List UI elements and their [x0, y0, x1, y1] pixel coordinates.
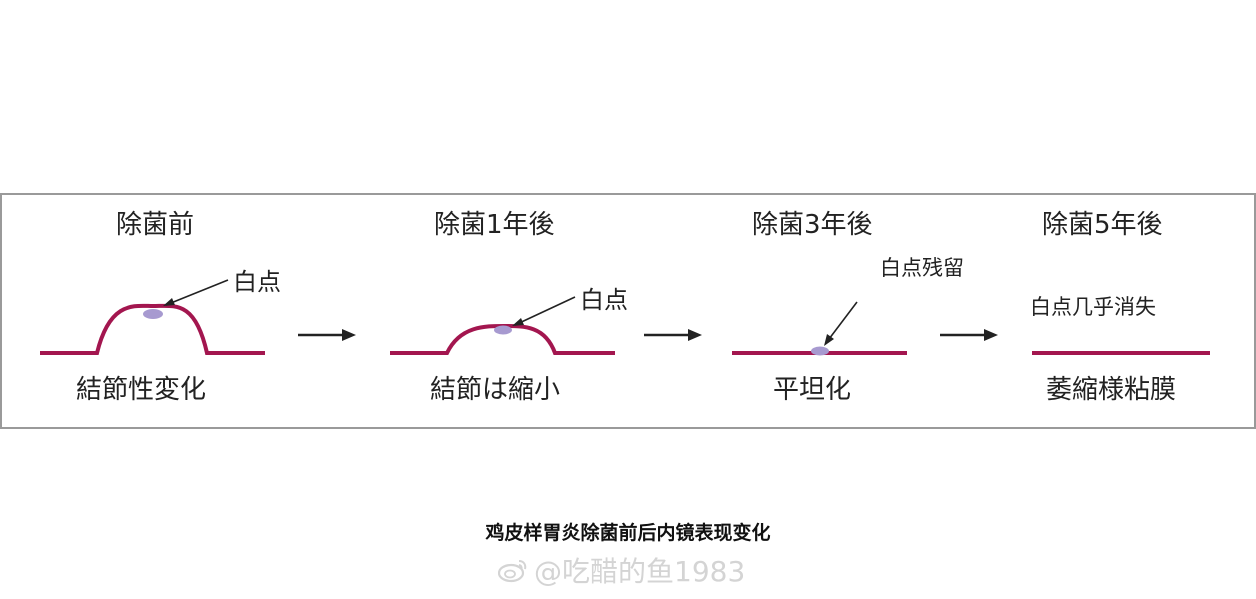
stage-title-1: 除菌前: [116, 210, 195, 240]
pointer-head-stage-1: [163, 298, 175, 306]
callout-white-spot-nearly-gone: 白点几乎消失: [1030, 295, 1156, 319]
watermark-text: @吃醋的鱼1983: [534, 555, 746, 588]
stage-caption-1: 結節性変化: [76, 375, 207, 405]
figure-caption: 鸡皮样胃炎除菌前后内镜表现变化: [485, 522, 771, 544]
weibo-logo-icon: [498, 560, 527, 583]
stage-title-4: 除菌5年後: [1042, 210, 1163, 240]
arrow-head-1: [342, 329, 356, 341]
white-spot-stage-2: [494, 325, 512, 335]
arrow-head-2: [688, 329, 702, 341]
pointer-line-stage-3: [825, 301, 858, 344]
stage-caption-3: 平坦化: [773, 375, 852, 405]
callout-white-spot-remaining: 白点残留: [880, 256, 964, 280]
white-spot-stage-1: [143, 309, 163, 319]
pointer-line-stage-2: [514, 296, 576, 326]
white-spot-stage-3: [811, 346, 829, 356]
stage-title-3: 除菌3年後: [752, 210, 873, 240]
stage-caption-4: 萎縮様粘膜: [1046, 375, 1177, 405]
diagram-panel: [0, 193, 1256, 429]
pointer-line-stage-1: [165, 279, 229, 306]
stage-title-2: 除菌1年後: [434, 210, 555, 240]
callout-white-spot-2: 白点: [580, 286, 628, 314]
callout-white-spot-1: 白点: [233, 268, 281, 296]
pointer-head-stage-3: [824, 334, 834, 346]
mucosa-profile-stage-1: [40, 303, 265, 355]
watermark: @吃醋的鱼1983: [498, 550, 745, 590]
arrow-head-3: [984, 329, 998, 341]
stage-caption-2: 結節は縮小: [430, 375, 561, 405]
pointer-head-stage-2: [512, 318, 524, 326]
